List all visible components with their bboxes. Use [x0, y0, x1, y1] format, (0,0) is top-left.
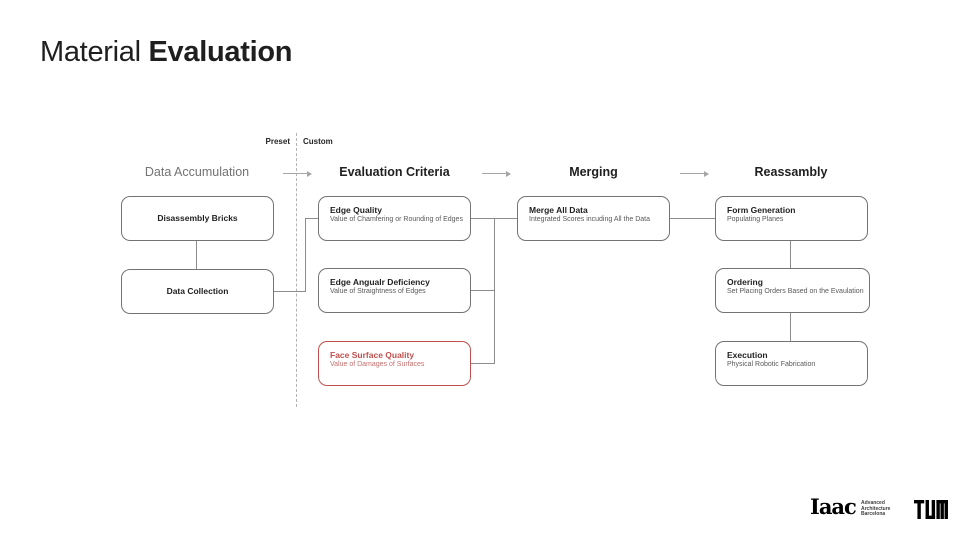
node-subtitle: Value of Damages of Surfaces	[330, 361, 425, 368]
node-subtitle: Populating Planes	[727, 216, 784, 223]
flow-arrow-icon	[283, 170, 312, 177]
node-subtitle: Integrated Scores incuding All the Data	[529, 216, 651, 223]
node-title: Form Generation	[727, 205, 796, 215]
node-merge-all-data: Merge All Data Integrated Scores incudin…	[517, 196, 670, 241]
node-edge-angular-deficiency: Edge Angualr Deficiency Value of Straigh…	[318, 268, 471, 313]
node-title: Ordering	[727, 277, 763, 287]
preset-custom-divider-line	[296, 133, 297, 407]
connector-left-vertical	[305, 218, 306, 292]
flow-arrow-icon	[680, 170, 709, 177]
column-header-evaluation-criteria: Evaluation Criteria	[339, 165, 450, 179]
connector-datacollection-stub	[274, 291, 305, 292]
connector-disassembly-datacollection	[196, 241, 197, 269]
connector-edgeangular-stub	[471, 290, 494, 291]
column-header-data-accumulation: Data Accumulation	[144, 165, 250, 179]
iaac-tagline-line: Barcelona	[861, 511, 886, 518]
node-title: Data Collection	[166, 286, 229, 296]
page-title: Material Evaluation	[40, 36, 292, 69]
node-face-surface-quality: Face Surface Quality Value of Damages of…	[318, 341, 471, 386]
node-ordering: Ordering Set Placing Orders Based on the…	[715, 268, 870, 313]
column-header-reassembly: Reassambly	[754, 165, 828, 179]
node-subtitle: Value of Chamfering or Rounding of Edges	[330, 216, 463, 223]
node-subtitle: Value of Straightness of Edges	[330, 288, 426, 295]
node-data-collection: Data Collection	[121, 269, 274, 314]
iaac-tagline-line: Advanced	[861, 500, 885, 506]
page-title-bold: Evaluation	[148, 36, 293, 68]
iaac-tagline-line: Architecture	[861, 505, 891, 512]
page-title-regular: Material	[40, 36, 141, 68]
node-disassembly-bricks: Disassembly Bricks	[121, 196, 274, 241]
node-title: Disassembly Bricks	[157, 213, 238, 223]
iaac-logo-tagline: Advanced Architecture Barcelona	[861, 500, 891, 518]
iaac-logo: Iaac	[810, 494, 857, 519]
node-execution: Execution Physical Robotic Fabrication	[715, 341, 868, 386]
column-header-merging: Merging	[569, 165, 618, 179]
node-title: Edge Angualr Deficiency	[330, 277, 430, 287]
node-form-generation: Form Generation Populating Planes	[715, 196, 868, 241]
node-title: Edge Quality	[330, 205, 382, 215]
connector-facesurface-stub	[471, 363, 494, 364]
connector-to-edge-quality	[305, 218, 318, 219]
connector-merge-formgeneration	[670, 218, 715, 219]
connector-ordering-execution	[790, 313, 791, 341]
node-edge-quality: Edge Quality Value of Chamfering or Roun…	[318, 196, 471, 241]
flow-arrow-icon	[482, 170, 511, 177]
custom-label: Custom	[303, 137, 333, 146]
node-subtitle: Set Placing Orders Based on the Evaulati…	[727, 288, 864, 295]
connector-formgeneration-ordering	[790, 241, 791, 268]
tum-logo	[914, 500, 948, 519]
connector-criteria-vertical	[494, 218, 495, 364]
preset-label: Preset	[265, 137, 290, 146]
node-title: Merge All Data	[529, 205, 588, 215]
node-subtitle: Physical Robotic Fabrication	[727, 361, 816, 368]
node-title: Face Surface Quality	[330, 350, 415, 360]
node-title: Execution	[727, 350, 768, 360]
